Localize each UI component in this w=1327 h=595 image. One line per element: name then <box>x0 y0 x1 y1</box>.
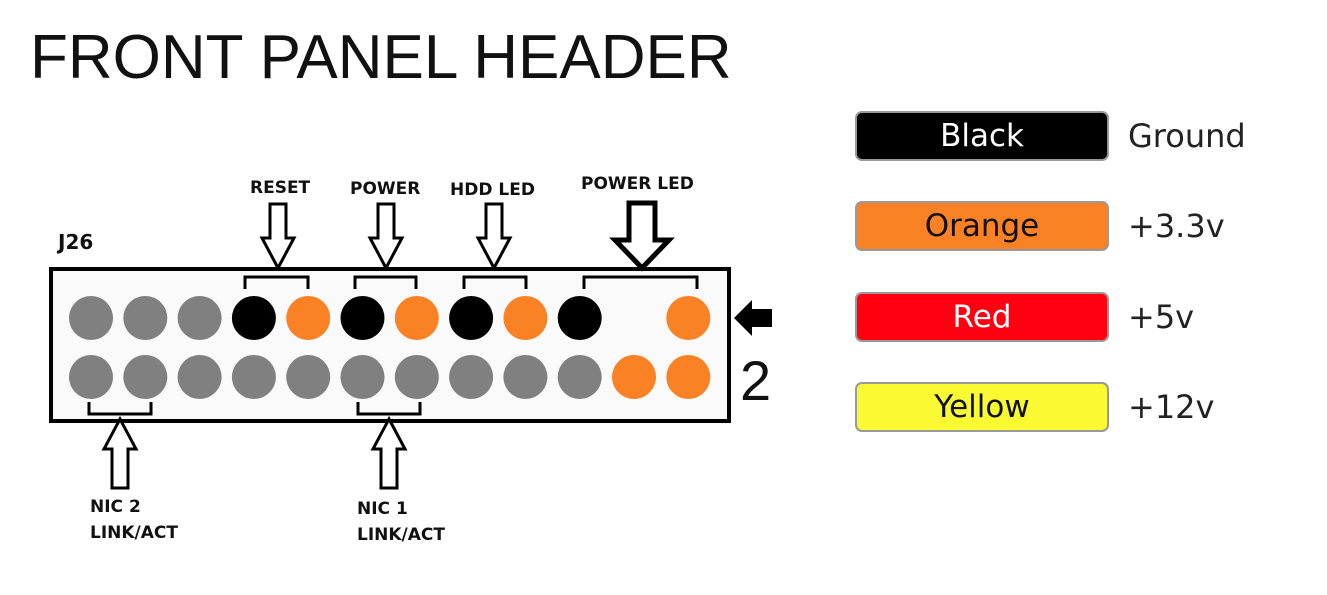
nic1-label: NIC 1 LINK/ACT <box>357 496 445 548</box>
pin-top-7-orange <box>394 296 439 340</box>
reset-bracket <box>243 275 310 289</box>
reset-label: RESET <box>250 178 311 198</box>
pin-bottom-4-gray <box>231 355 276 399</box>
legend-orange-name: Orange <box>924 208 1040 244</box>
power-led-arrow-icon <box>609 200 675 272</box>
legend-yellow-swatch: Yellow <box>855 382 1109 432</box>
pin-top-6-black <box>340 296 385 340</box>
pin-bottom-11-orange <box>612 355 656 399</box>
pin-bottom-1-gray <box>69 355 113 399</box>
hdd-led-bracket <box>462 275 528 289</box>
nic2-label: NIC 2 LINK/ACT <box>90 494 178 546</box>
legend-yellow-name: Yellow <box>934 389 1030 425</box>
pin-bottom-2-gray <box>123 355 168 399</box>
pin-bottom-6-gray <box>340 355 385 399</box>
nic2-label-line2: LINK/ACT <box>90 523 178 543</box>
legend-red-swatch: Red <box>855 292 1109 342</box>
nic2-bracket <box>87 402 153 416</box>
header-outline <box>49 267 731 423</box>
page-title: FRONT PANEL HEADER <box>30 23 732 92</box>
pin-2-label: 2 <box>740 349 772 412</box>
pin-top-4-black <box>231 296 276 340</box>
pin-bottom-8-gray <box>449 355 494 399</box>
power-led-bracket <box>582 275 699 289</box>
legend-orange-meaning: +3.3v <box>1128 207 1225 245</box>
nic2-arrow-icon <box>101 415 139 490</box>
legend-black-name: Black <box>940 118 1024 154</box>
pin-bottom-12-orange <box>666 355 711 399</box>
nic1-label-line2: LINK/ACT <box>357 525 445 545</box>
pin-bottom-7-gray <box>394 355 439 399</box>
pin-top-12-orange <box>666 296 711 340</box>
hdd-led-arrow-icon <box>475 202 513 272</box>
nic1-label-line1: NIC 1 <box>357 499 408 519</box>
nic1-arrow-icon <box>370 415 408 490</box>
legend-black-meaning: Ground <box>1128 117 1246 155</box>
pin-bottom-10-gray <box>557 355 602 399</box>
pin1-indicator-arrow-icon <box>734 300 772 336</box>
pin-bottom-3-gray <box>177 355 222 399</box>
pin-top-3-gray <box>177 296 222 340</box>
legend-red-meaning: +5v <box>1128 298 1195 336</box>
pin-top-2-gray <box>123 296 168 340</box>
reset-arrow-icon <box>259 202 297 272</box>
pin-bottom-5-gray <box>286 355 331 399</box>
nic1-bracket <box>356 402 422 416</box>
power-arrow-icon <box>367 202 405 272</box>
power-bracket <box>353 275 418 289</box>
power-label: POWER <box>350 179 421 199</box>
legend-yellow-meaning: +12v <box>1128 388 1215 426</box>
pin-bottom-9-gray <box>503 355 548 399</box>
header-name-label: J26 <box>58 230 94 254</box>
hdd-led-label: HDD LED <box>450 180 535 200</box>
pin-top-5-orange <box>286 296 331 340</box>
legend-black-swatch: Black <box>855 111 1109 161</box>
legend-orange-swatch: Orange <box>855 201 1109 251</box>
pin-top-8-black <box>449 296 494 340</box>
power-led-label: POWER LED <box>581 174 694 194</box>
legend-red-name: Red <box>952 299 1012 335</box>
pin-top-10-black <box>557 296 602 340</box>
pin-top-9-orange <box>503 296 548 340</box>
nic2-label-line1: NIC 2 <box>90 497 141 517</box>
pin-top-1-gray <box>69 296 113 340</box>
pin-grid <box>69 296 711 399</box>
